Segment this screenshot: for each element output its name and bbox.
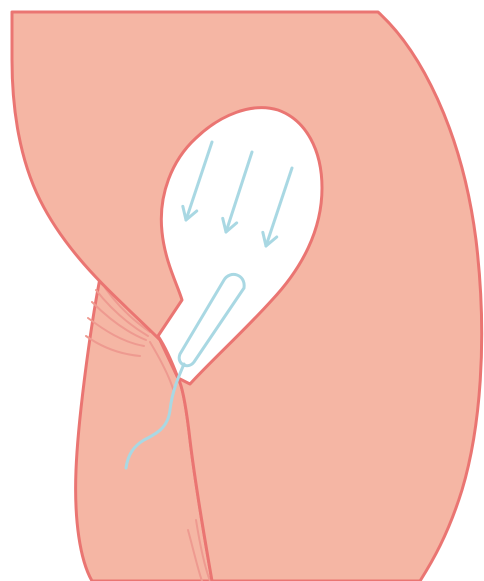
cross-section-illustration: [0, 0, 484, 581]
tampon-diagram: [0, 0, 484, 581]
